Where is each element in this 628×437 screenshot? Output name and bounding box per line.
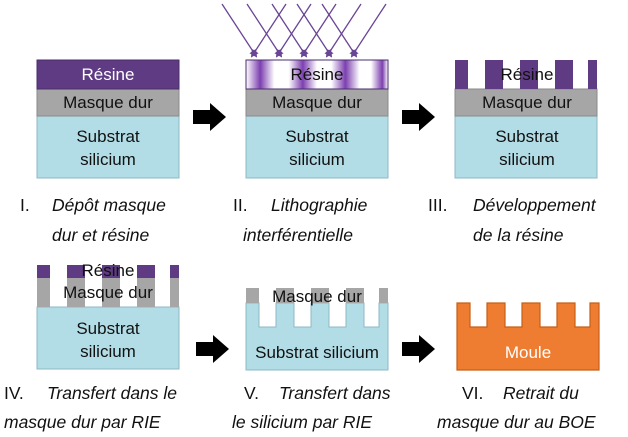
step-6-stack: Moule [456, 302, 600, 371]
resine-line [485, 60, 503, 89]
substrat-label-2: silicium [499, 150, 555, 169]
substrat-label-1: Substrat [76, 319, 140, 338]
ray-down-right [221, 3, 258, 58]
masque-dur-label: Masque dur [272, 287, 362, 306]
substrat-block [454, 115, 598, 179]
resine-label: Résine [82, 261, 135, 280]
masque-dur-label: Masque dur [63, 93, 153, 112]
masque-dur-layer [36, 88, 180, 117]
resine-line [67, 265, 85, 278]
step-number: IV. [4, 383, 24, 403]
step-title-line-1: Transfert dans le [47, 383, 177, 403]
ray-down-right [296, 3, 333, 58]
substrat-label-2: silicium [80, 150, 136, 169]
moule-label: Moule [505, 343, 551, 362]
resine-line [102, 265, 120, 278]
substrat-silicium-label: Substrat silicium [255, 343, 379, 362]
resine-exposed-layer [245, 59, 389, 90]
arrow-4 [402, 335, 435, 363]
step-number: II. [233, 195, 248, 215]
masque-dur-label: Masque dur [63, 283, 153, 302]
masque-dur-pillar [276, 288, 294, 303]
step-4-stack: Résine Masque dur Substrat silicium [36, 261, 180, 370]
substrat-label-1: Substrat [495, 127, 559, 146]
arrow-3 [196, 335, 229, 363]
ray-down-right [246, 3, 283, 58]
arrow-2 [402, 103, 435, 131]
step-5-stack: Masque dur Substrat silicium [245, 287, 389, 371]
masque-dur-pillar [37, 278, 50, 307]
ray-down-left [275, 3, 312, 58]
masque-dur-pillar [67, 278, 85, 307]
step-title-line-2: interférentielle [243, 225, 353, 245]
caption-step-2: II. Lithographie interférentielle [233, 195, 368, 245]
resine-label: Résine [501, 65, 554, 84]
masque-dur-pillar [379, 288, 388, 303]
step-title-line-1: Transfert dans [279, 383, 391, 403]
resine-line [137, 265, 155, 278]
caption-step-4: IV. Transfert dans le masque dur par RIE [4, 383, 177, 432]
masque-dur-pillar [311, 288, 329, 303]
resine-line [170, 265, 179, 278]
masque-dur-pillar [170, 278, 179, 307]
resine-line [37, 265, 50, 278]
step-number: I. [20, 195, 30, 215]
step-title-line-1: Dépôt masque [52, 195, 166, 215]
masque-dur-pillar [102, 278, 120, 307]
substrat-label-1: Substrat [76, 127, 140, 146]
caption-step-5: V. Transfert dans le silicium par RIE [232, 383, 391, 432]
ray-down-right [321, 3, 358, 58]
step-title-line-2: le silicium par RIE [232, 412, 372, 432]
moule-block [456, 302, 600, 371]
masque-dur-pillar [137, 278, 155, 307]
resine-line [555, 60, 573, 89]
masque-dur-layer [245, 88, 389, 117]
ray-down-left [300, 3, 337, 58]
step-number: III. [428, 195, 447, 215]
step-title-line-2: masque dur au BOE [437, 412, 596, 432]
ray-down-left [325, 3, 362, 58]
resine-line [455, 60, 468, 89]
caption-step-6: VI. Retrait du masque dur au BOE [437, 383, 596, 432]
step-1-stack: Résine Masque dur Substrat silicium [36, 59, 180, 179]
arrow-1 [193, 103, 226, 131]
caption-step-1: I. Dépôt masque dur et résine [20, 195, 166, 245]
ray-down-left [350, 3, 387, 58]
step-number: V. [244, 383, 259, 403]
substrat-label-2: silicium [80, 342, 136, 361]
ray-down-left [250, 3, 287, 58]
resine-label: Résine [82, 65, 135, 84]
step-title-line-1: Lithographie [271, 195, 368, 215]
ray-down-right [271, 3, 308, 58]
step-title-line-2: dur et résine [52, 225, 150, 245]
masque-dur-label: Masque dur [482, 93, 572, 112]
interference-rays [221, 3, 387, 58]
substrat-label-2: silicium [289, 150, 345, 169]
masque-dur-pillar [246, 288, 259, 303]
substrat-block [36, 306, 180, 370]
step-3-stack: Résine Masque dur Substrat silicium [454, 60, 598, 179]
masque-dur-label: Masque dur [272, 93, 362, 112]
step-title-line-1: Développement [473, 195, 597, 215]
masque-dur-pillar [346, 288, 364, 303]
masque-dur-layer [454, 88, 598, 117]
step-2-stack: Résine Masque dur Substrat silicium [245, 59, 389, 179]
substrat-block [36, 115, 180, 179]
substrat-block [245, 115, 389, 179]
resine-layer [36, 59, 180, 90]
caption-step-3: III. Développement de la résine [428, 195, 597, 245]
step-number: VI. [462, 383, 483, 403]
resine-line [520, 60, 538, 89]
step-title-line-2: masque dur par RIE [4, 412, 161, 432]
resine-label: Résine [291, 65, 344, 84]
step-title-line-2: de la résine [473, 225, 564, 245]
substrat-label-1: Substrat [285, 127, 349, 146]
step-title-line-1: Retrait du [503, 383, 579, 403]
resine-line [588, 60, 597, 89]
